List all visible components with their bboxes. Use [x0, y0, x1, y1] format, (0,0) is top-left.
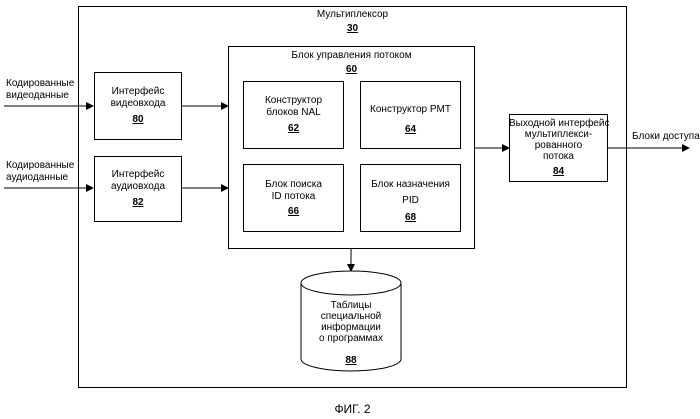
audio-interface-number: 82	[94, 197, 182, 209]
stream-id-search-line2: ID потока	[243, 191, 344, 203]
video-input-label-line2: видеоданные	[6, 90, 69, 102]
stream-id-search-line1: Блок поиска	[243, 179, 344, 191]
output-interface-line4: потока	[509, 151, 608, 163]
video-interface-line1: Интерфейс	[94, 86, 182, 98]
audio-input-label-line2: аудиоданные	[6, 172, 68, 184]
stream-id-search-number: 66	[243, 206, 344, 218]
pmt-constructor-line1: Конструктор PMT	[360, 104, 461, 116]
figure-caption: ФИГ. 2	[300, 402, 405, 416]
nal-constructor-line2: блоков NAL	[243, 107, 344, 119]
audio-input-label-line1: Кодированные	[6, 160, 74, 172]
output-interface-number: 84	[509, 166, 608, 178]
multiplexer-number: 30	[300, 23, 405, 35]
audio-interface-line2: аудиовхода	[94, 181, 182, 193]
pid-assign-number: 68	[360, 212, 461, 224]
pid-assign-line2: PID	[360, 195, 461, 207]
database-number: 88	[301, 355, 401, 367]
pmt-constructor-number: 64	[360, 124, 461, 136]
stream-control-title: Блок управления потоком	[228, 50, 475, 62]
nal-constructor-number: 62	[243, 123, 344, 135]
video-interface-line2: видеовхода	[94, 98, 182, 110]
audio-interface-line1: Интерфейс	[94, 169, 182, 181]
database-line4: о программах	[301, 333, 401, 345]
access-units-label: Блоки доступа	[632, 131, 700, 143]
video-input-label-line1: Кодированные	[6, 78, 74, 90]
nal-constructor-line1: Конструктор	[243, 95, 344, 107]
multiplexer-title: Мультиплексор	[300, 9, 405, 21]
stream-control-number: 60	[228, 64, 475, 76]
video-interface-number: 80	[94, 114, 182, 126]
pid-assign-line1: Блок назначения	[360, 179, 461, 191]
